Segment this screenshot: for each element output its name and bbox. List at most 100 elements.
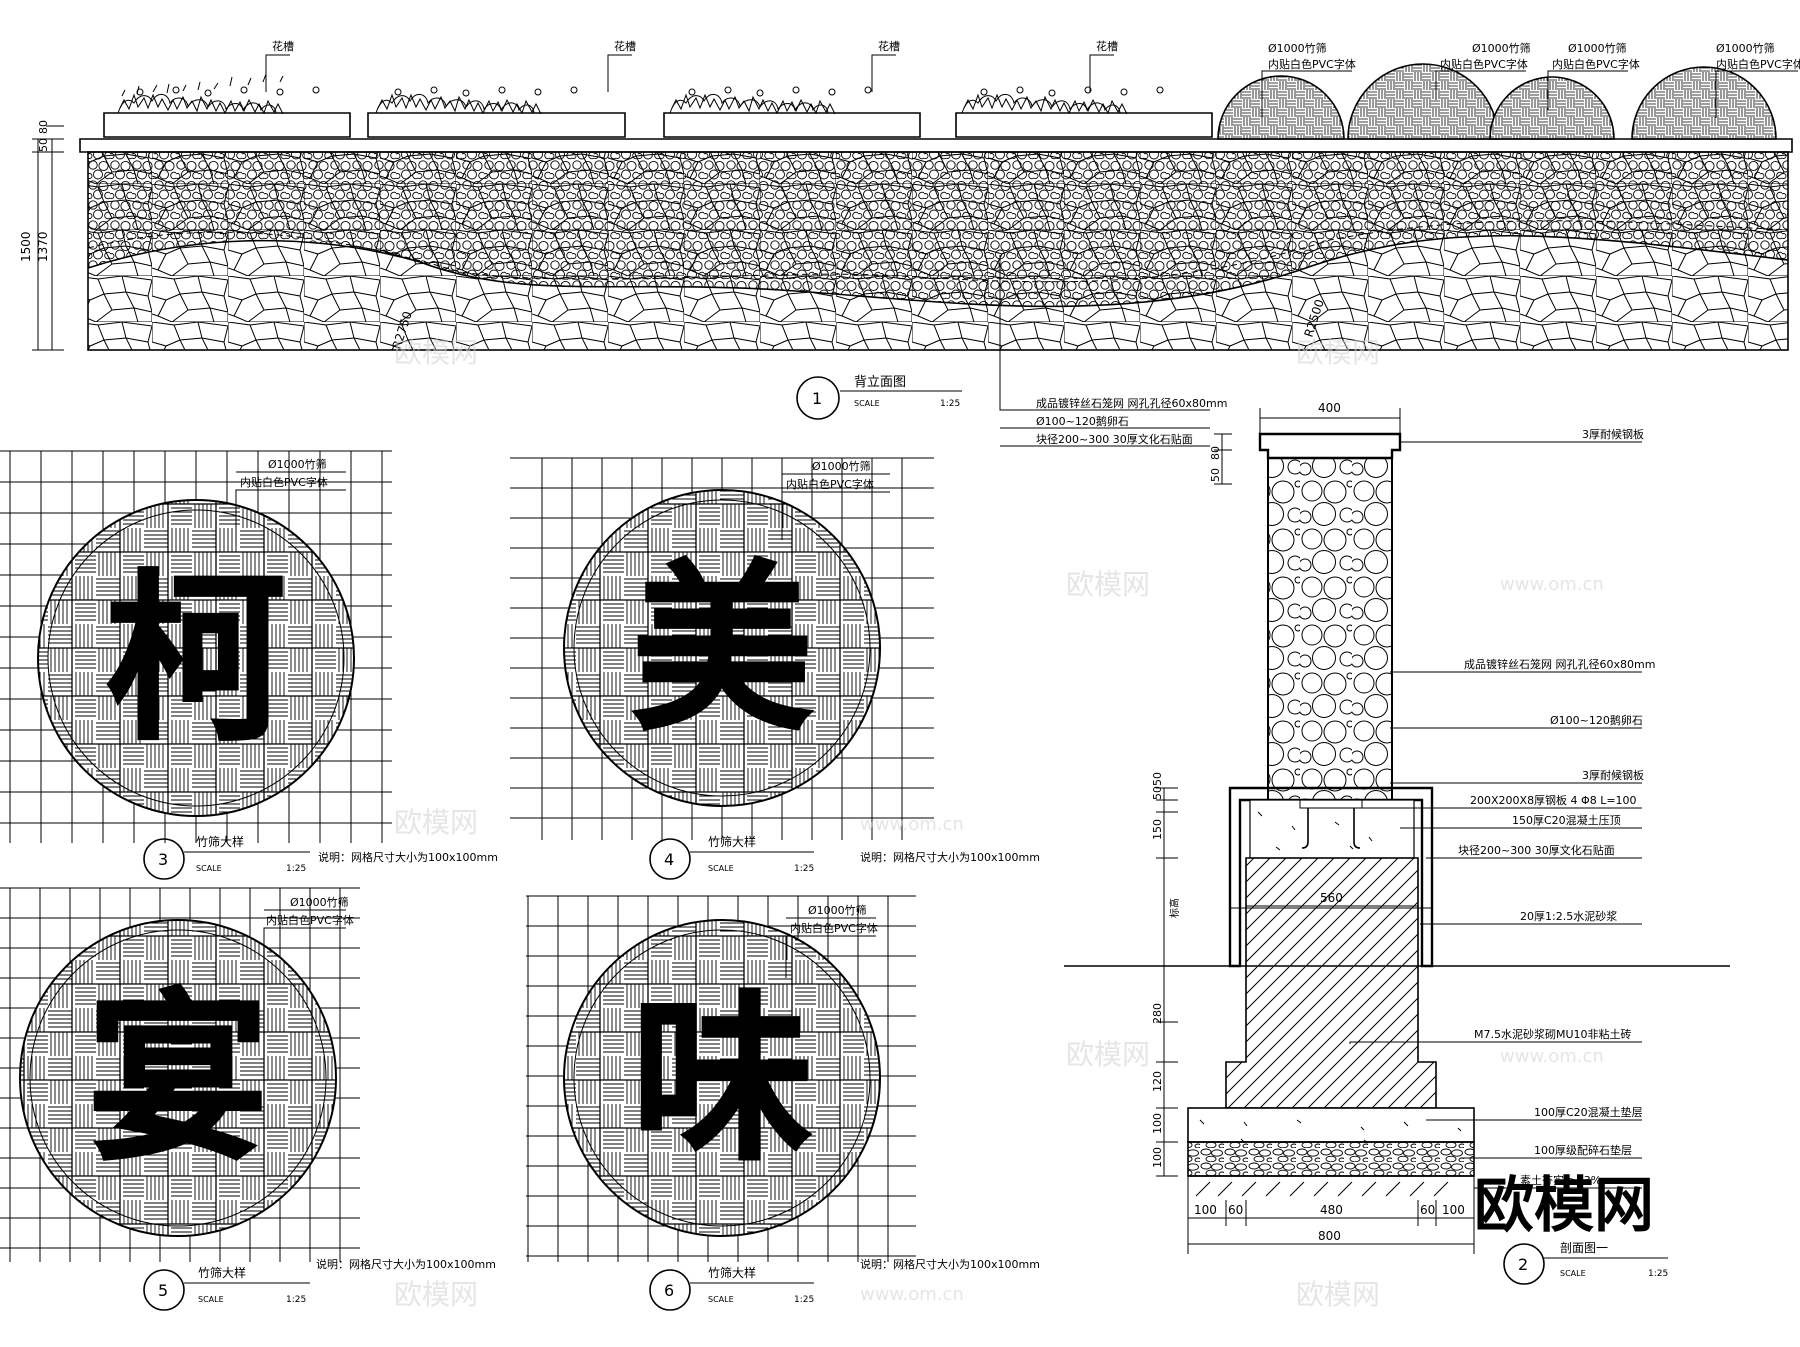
detail-4-callout-2: 内贴白色PVC字体 <box>786 477 874 491</box>
section-gravel-layer <box>1187 1141 1475 1177</box>
elevation-scale: 1:25 <box>940 399 960 409</box>
bamboo-sieve-elevation-3 <box>1489 76 1615 140</box>
bamboo-label-2: Ø1000竹筛 <box>1472 41 1531 55</box>
pvc-label-2: 内贴白色PVC字体 <box>1440 57 1528 71</box>
section-callout-2: 成品镀锌丝石笼网 网孔孔径60x80mm <box>1464 657 1655 671</box>
planter-4 <box>955 86 1213 138</box>
section-vdim-5: 150 <box>1151 819 1164 840</box>
section-callout-10: 100厚C20混凝土垫层 <box>1534 1105 1643 1119</box>
section-callout-4: 3厚耐候钢板 <box>1582 768 1644 782</box>
detail-6-callout-2: 内贴白色PVC字体 <box>790 921 878 935</box>
svg-text:欧模网: 欧模网 <box>1066 568 1150 601</box>
detail-5-sieve: 宴 Ø1000竹筛 内贴白色PVC字体 5 竹筛大样 SCALE 1:25 说明… <box>0 887 496 1311</box>
detail-3-scale-label: SCALE <box>196 864 222 873</box>
section-view: 400 560 100 60 480 60 100 800 <box>1064 401 1730 1285</box>
svg-text:欧模网: 欧模网 <box>394 806 478 839</box>
section-callout-leaders <box>1349 441 1642 1189</box>
section-dim-bottom-1: 100 <box>1194 1203 1217 1217</box>
section-vdim-2: 80 <box>1209 446 1222 460</box>
detail-3-title: 竹筛大样 <box>196 834 244 849</box>
section-scale-label: SCALE <box>1560 1269 1586 1278</box>
bamboo-leaders <box>1261 70 1798 118</box>
planter-leaders <box>265 54 1114 92</box>
planter-3 <box>663 86 921 138</box>
svg-text:www.om.cn: www.om.cn <box>860 814 964 835</box>
section-vdim-4: 50 <box>1151 772 1164 786</box>
planter-label-1: 花槽 <box>272 40 294 53</box>
section-top-dimension <box>1259 408 1401 434</box>
bamboo-label-4: Ø1000竹筛 <box>1716 41 1775 55</box>
section-concrete-pad <box>1187 1107 1475 1144</box>
section-vertical-dimensions <box>1156 433 1232 1177</box>
bamboo-sieve-elevation-2 <box>1347 63 1499 140</box>
elevation-scale-label: SCALE <box>854 399 880 408</box>
planter-3-plants <box>669 86 872 115</box>
planter-2 <box>367 86 626 138</box>
section-vdim-1: 50 <box>1209 468 1222 482</box>
section-callout-3: Ø100~120鹅卵石 <box>1550 713 1643 727</box>
section-dim-400: 400 <box>1318 401 1341 415</box>
section-vdim-8: 100 <box>1151 1113 1164 1134</box>
svg-text:欧模网: 欧模网 <box>1066 1038 1150 1071</box>
elevation-view: 1500 1370 80 50 R2750 R2500 花槽 花槽 花槽 花槽 … <box>19 40 1800 447</box>
planter-2-plants <box>375 86 578 115</box>
detail-5-title: 竹筛大样 <box>198 1265 246 1280</box>
section-title: 剖面图一 <box>1560 1241 1608 1255</box>
planter-4-plants <box>961 86 1164 115</box>
detail-6-scale: 1:25 <box>794 1295 814 1305</box>
planter-1 <box>103 73 351 138</box>
detail-4-title: 竹筛大样 <box>708 834 756 849</box>
elevation-title: 背立面图 <box>854 375 906 390</box>
wall-cap <box>79 138 1793 153</box>
section-callout-8: 20厚1:2.5水泥砂浆 <box>1520 909 1617 923</box>
detail-6-sieve: 味 Ø1000竹筛 内贴白色PVC字体 6 竹筛大样 SCALE 1:25 说明… <box>526 895 1040 1311</box>
detail-5-number: 5 <box>158 1281 168 1300</box>
detail-3-character: 柯 <box>106 556 286 765</box>
planter-label-2: 花槽 <box>614 40 636 53</box>
detail-6-number: 6 <box>664 1281 674 1300</box>
bamboo-sieve-elevation-1 <box>1217 75 1345 140</box>
section-callout-6: 150厚C20混凝土压顶 <box>1512 813 1621 827</box>
detail-4-number: 4 <box>664 850 674 869</box>
section-callout-1: 3厚耐候钢板 <box>1582 427 1644 441</box>
anchor-bolt-left <box>1301 808 1309 849</box>
detail-4-character: 美 <box>632 546 812 755</box>
pvc-label-1: 内贴白色PVC字体 <box>1268 57 1356 71</box>
section-gabion-column <box>1267 457 1393 801</box>
section-dim-bottom-5: 100 <box>1442 1203 1465 1217</box>
detail-5-scale-label: SCALE <box>198 1295 224 1304</box>
elevation-callout-leaders <box>999 255 1210 447</box>
section-vdim-7: 120 <box>1151 1071 1164 1092</box>
section-callout-5: 200X200X8厚钢板 4 Φ8 L=100 <box>1470 793 1637 807</box>
detail-5-callout-2: 内贴白色PVC字体 <box>266 913 354 927</box>
detail-6-character: 味 <box>632 976 812 1185</box>
section-bottom-dimensions <box>1187 1176 1475 1254</box>
svg-text:www.om.cn: www.om.cn <box>860 1284 964 1305</box>
detail-4-scale-label: SCALE <box>708 864 734 873</box>
section-vdim-9: 100 <box>1151 1147 1164 1168</box>
elevation-callout-2: Ø100~120鹅卵石 <box>1036 414 1129 428</box>
detail-4-scale: 1:25 <box>794 864 814 874</box>
section-ground-label: 标高 <box>1168 898 1181 918</box>
section-callout-11: 100厚级配碎石垫层 <box>1534 1143 1632 1157</box>
pvc-label-3: 内贴白色PVC字体 <box>1552 57 1640 71</box>
section-number: 2 <box>1518 1255 1528 1274</box>
section-callout-7: 块径200~300 30厚文化石贴面 <box>1458 843 1615 857</box>
detail-3-callout-2: 内贴白色PVC字体 <box>240 475 328 489</box>
detail-3-sieve: 柯 Ø1000竹筛 内贴白色PVC字体 3 竹筛大样 SCALE 1:25 说明… <box>0 450 498 880</box>
section-callout-9: M7.5水泥砂浆砌MU10非粘土砖 <box>1474 1027 1632 1041</box>
detail-3-note: 说明：网格尺寸大小为100x100mm <box>318 850 498 864</box>
svg-text:欧模网: 欧模网 <box>1296 1278 1380 1311</box>
svg-text:欧模网: 欧模网 <box>394 1278 478 1311</box>
section-vdim-6: 280 <box>1151 1003 1164 1024</box>
section-vdim-3: 50 <box>1151 786 1164 800</box>
section-number-circle <box>1503 1243 1545 1285</box>
elevation-callout-1: 成品镀锌丝石笼网 网孔孔径60x80mm <box>1036 396 1227 410</box>
bamboo-label-3: Ø1000竹筛 <box>1568 41 1627 55</box>
anchor-bolt-right <box>1353 808 1361 849</box>
svg-text:www.om.cn: www.om.cn <box>1500 574 1604 595</box>
elevation-number: 1 <box>812 389 822 408</box>
section-compacted-soil <box>1188 1175 1474 1197</box>
section-dim-total: 800 <box>1318 1229 1341 1243</box>
section-callout-12: 素土夯实 ≥93% <box>1520 1173 1601 1187</box>
